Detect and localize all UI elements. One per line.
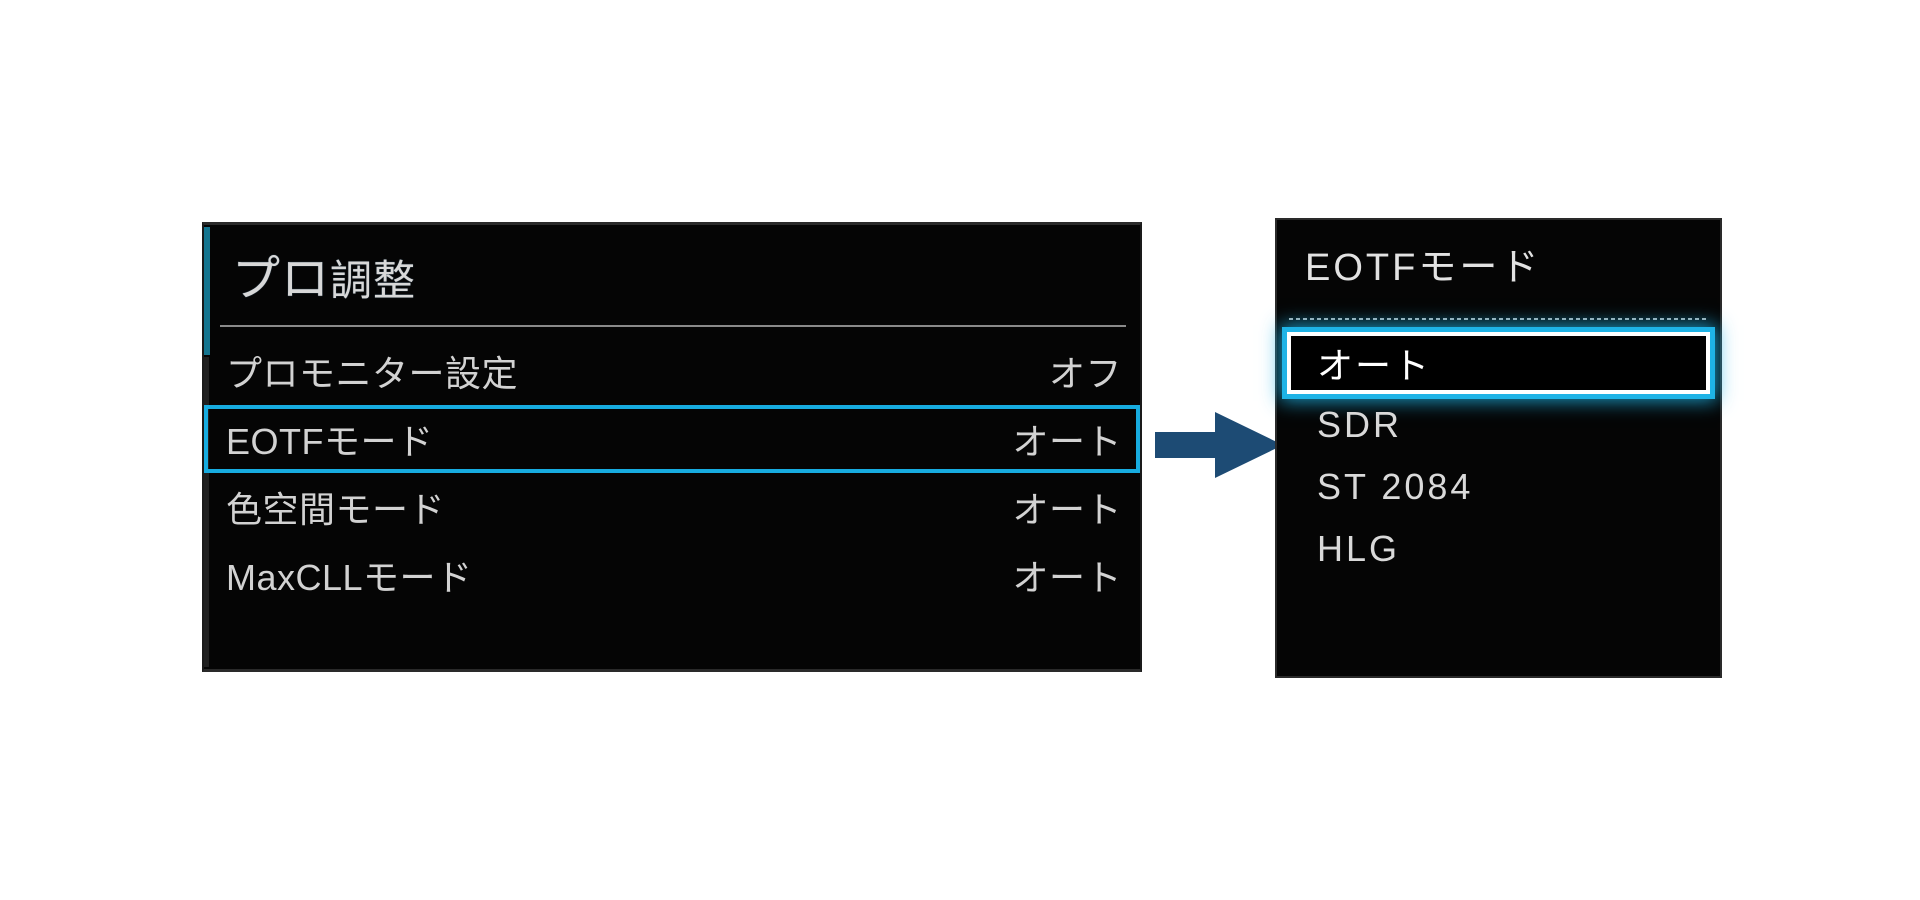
option-item-label: SDR bbox=[1317, 404, 1403, 445]
settings-row-value: オフ bbox=[1048, 353, 1122, 394]
settings-row-color-space-mode[interactable]: 色空間モード オート bbox=[204, 473, 1140, 541]
settings-row-value: オート bbox=[1012, 421, 1122, 462]
settings-row-label: MaxCLLモード bbox=[226, 557, 473, 598]
option-item-auto[interactable]: オート bbox=[1287, 332, 1710, 394]
pro-adjust-osd-panel: プロ調整 プロモニター設定 オフ EOTFモード オート 色空間モード オート … bbox=[202, 222, 1142, 672]
option-item-hlg[interactable]: HLG bbox=[1287, 518, 1710, 580]
option-item-sdr[interactable]: SDR bbox=[1287, 394, 1710, 456]
option-list: オート SDR ST 2084 HLG bbox=[1277, 332, 1720, 580]
arrow-right-icon bbox=[1155, 410, 1285, 480]
title-divider bbox=[220, 325, 1126, 327]
option-panel-title: EOTFモード bbox=[1305, 247, 1542, 289]
page-title-kanji: 調整 bbox=[330, 257, 417, 304]
option-item-label: オート bbox=[1317, 345, 1432, 386]
settings-row-pro-monitor[interactable]: プロモニター設定 オフ bbox=[204, 337, 1140, 405]
eotf-mode-option-panel: EOTFモード オート SDR ST 2084 HLG bbox=[1275, 218, 1722, 678]
settings-row-label: EOTFモード bbox=[226, 421, 434, 462]
settings-row-maxcll-mode[interactable]: MaxCLLモード オート bbox=[204, 541, 1140, 609]
option-panel-divider bbox=[1289, 318, 1709, 320]
page-title-kana: プロ bbox=[232, 253, 331, 306]
settings-row-label: プロモニター設定 bbox=[226, 353, 519, 394]
scroll-position-indicator[interactable] bbox=[204, 227, 210, 355]
scroll-track[interactable] bbox=[204, 357, 209, 667]
page-title: プロ調整 bbox=[232, 239, 416, 309]
settings-list: プロモニター設定 オフ EOTFモード オート 色空間モード オート MaxCL… bbox=[204, 337, 1140, 609]
option-item-st2084[interactable]: ST 2084 bbox=[1287, 456, 1710, 518]
settings-row-value: オート bbox=[1012, 489, 1122, 530]
option-item-label: ST 2084 bbox=[1317, 466, 1474, 507]
settings-row-value: オート bbox=[1012, 557, 1122, 598]
option-item-label: HLG bbox=[1317, 528, 1401, 569]
settings-row-eotf-mode[interactable]: EOTFモード オート bbox=[204, 405, 1140, 473]
settings-row-label: 色空間モード bbox=[226, 489, 446, 530]
